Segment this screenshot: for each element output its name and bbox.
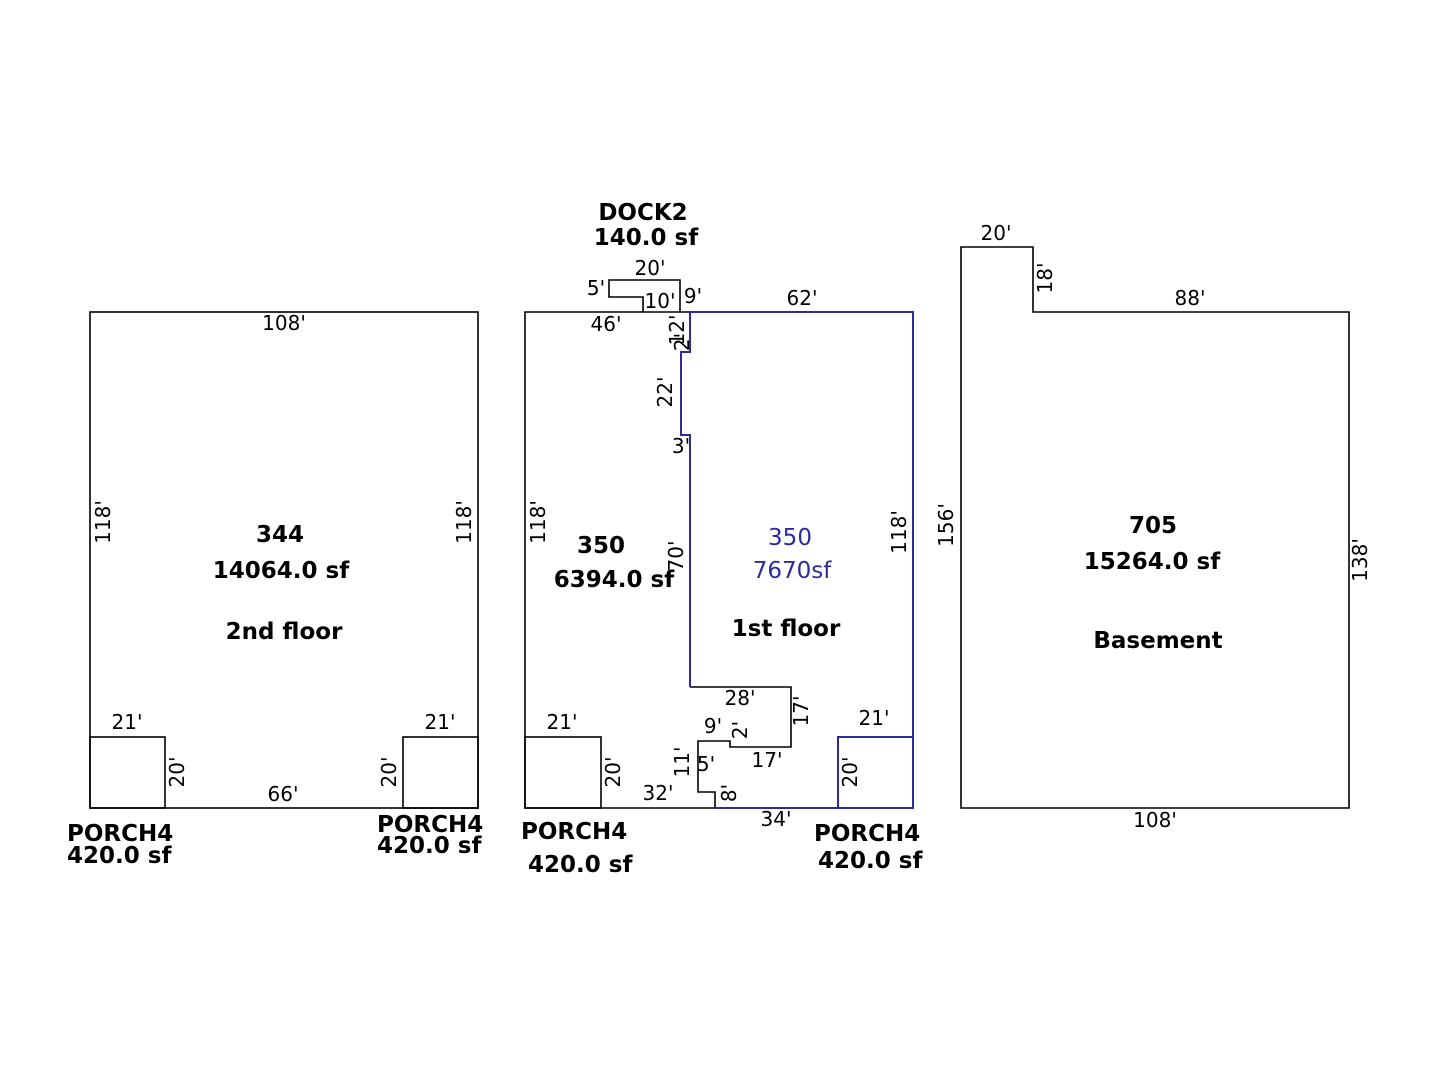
dim-dock-bottom: 10' [645,289,676,313]
dim-bsmt-top: 88' [1175,286,1206,310]
basement-outline [960,246,1350,809]
dim-1f-nine-b: 9' [704,714,722,738]
first-floor-left-area: 6394.0 sf [554,567,675,593]
dim-1f-eight: 8' [717,784,741,802]
first-floor-inner-step [690,686,792,808]
dim-1f-thirtytwo: 32' [643,781,674,805]
dim-bsmt-step: 18' [1033,263,1057,294]
first-floor-porch-left-area: 420.0 sf [528,852,633,878]
second-floor-porch-left-area: 420.0 sf [67,843,172,869]
dock-area: 140.0 sf [594,225,699,251]
dim-1f-seventeen-v: 17' [789,696,813,727]
dim-1f-twentyeight: 28' [725,686,756,710]
dim-1f-left: 118' [526,500,550,544]
dim-1f-porch-right-side: 20' [838,757,862,788]
first-floor-porch-left-name: PORCH4 [521,819,627,845]
dim-1f-top-right: 62' [787,286,818,310]
dim-1f-seventy: 70' [664,541,688,572]
dim-1f-twentytwo: 22' [653,377,677,408]
dim-1f-three: 3' [672,434,690,458]
dim-bsmt-left: 156' [934,503,958,547]
dim-1f-porch-left-side: 20' [601,757,625,788]
dim-1f-seventeen-h: 17' [752,748,783,772]
basement-area: 15264.0 sf [1084,549,1221,575]
dim-1f-eleven: 11' [670,747,694,778]
dim-1f-twelve: 12' [665,315,689,346]
first-floor-left-code: 350 [577,533,625,559]
dock-name: DOCK2 [598,200,687,226]
second-floor-plan: 108' 118' 118' 66' 21' 20' 21' 20' 344 1… [67,311,483,869]
first-floor-right-outline [690,311,914,809]
first-floor-porch-right-area: 420.0 sf [818,848,923,874]
dim-2f-left: 118' [91,500,115,544]
dim-1f-top-left: 46' [591,312,622,336]
dim-1f-two-b: 2' [728,721,752,739]
dim-1f-right: 118' [887,510,911,554]
basement-code: 705 [1129,513,1177,539]
first-floor-right-code: 350 [768,525,812,551]
dim-2f-bottom: 66' [268,782,299,806]
dim-2f-porch-left-side: 20' [165,757,189,788]
dim-1f-nine: 9' [684,284,702,308]
dim-1f-porch-left-top: 21' [547,710,578,734]
first-floor-right-inner-wall [680,312,691,687]
second-floor-porch-right [402,736,479,809]
first-floor-left-outline [524,311,715,809]
second-floor-porch-left-name: PORCH4 [67,821,173,847]
dim-dock-side: 5' [587,276,605,300]
dim-2f-right: 118' [452,500,476,544]
first-floor-name: 1st floor [732,616,841,642]
dim-1f-porch-right-top: 21' [859,706,890,730]
dim-1f-five: 5' [697,752,715,776]
basement-plan: 20' 18' 88' 156' 138' 108' 705 15264.0 s… [934,221,1372,832]
dim-2f-porch-left-top: 21' [112,710,143,734]
first-floor-porch-right [837,736,913,808]
dim-2f-porch-right-top: 21' [425,710,456,734]
dim-bsmt-top-small: 20' [981,221,1012,245]
second-floor-area: 14064.0 sf [213,558,350,584]
second-floor-porch-left [89,736,166,809]
dim-2f-porch-right-side: 20' [377,757,401,788]
first-floor-plan: DOCK2 140.0 sf 20' 5' 10' 46' 9' 62' 12'… [521,200,923,878]
dim-2f-top: 108' [262,311,306,335]
dim-dock-top: 20' [635,256,666,280]
dim-1f-thirtyfour: 34' [761,807,792,831]
dim-bsmt-bottom: 108' [1133,808,1177,832]
basement-name: Basement [1093,628,1222,654]
second-floor-code: 344 [256,522,304,548]
second-floor-outline [89,311,479,809]
second-floor-porch-right-name: PORCH4 [377,812,483,838]
first-floor-porch-left [524,736,602,809]
second-floor-porch-right-area: 420.0 sf [377,833,482,859]
dim-bsmt-right: 138' [1348,538,1372,582]
dock-outline [608,279,681,312]
second-floor-name: 2nd floor [226,619,343,645]
dim-1f-two-top: 2' [670,333,694,351]
first-floor-right-area: 7670sf [753,558,833,584]
first-floor-porch-right-name: PORCH4 [814,821,920,847]
